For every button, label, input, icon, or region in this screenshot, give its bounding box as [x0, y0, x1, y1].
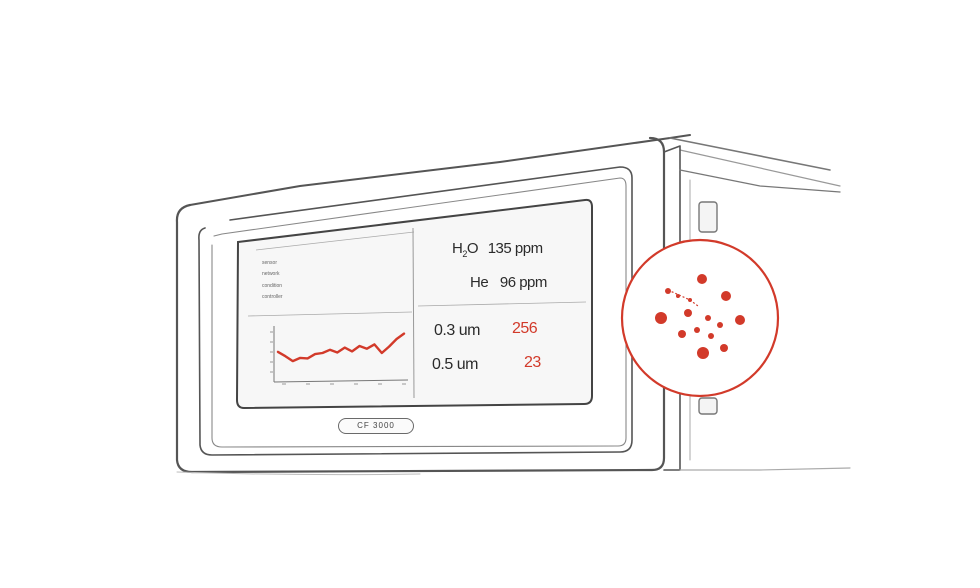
legend-line: controller — [262, 294, 283, 300]
he-label: He — [470, 274, 489, 291]
he-value: 96 ppm — [499, 274, 548, 291]
chart-x-axis — [273, 379, 409, 383]
particle-dot — [720, 344, 728, 352]
particle-dot — [665, 288, 671, 294]
particle-dots — [655, 274, 745, 359]
particle-count-0-5: 23 — [524, 354, 541, 371]
particle-dot — [676, 294, 680, 298]
side-controls — [698, 201, 718, 415]
particle-magnifier — [620, 238, 780, 398]
particle-dot — [708, 333, 714, 339]
particle-dot — [688, 298, 692, 302]
brand-badge: CF 3000 — [338, 418, 414, 434]
chart-ticks — [270, 331, 406, 385]
side-button-bottom[interactable] — [698, 397, 718, 415]
particle-dot — [735, 315, 745, 325]
particle-size-label: 0.3 um — [434, 322, 480, 339]
h2o-value: 135 ppm — [487, 240, 543, 257]
particle-count-0-3: 256 — [512, 320, 538, 337]
he-reading: He 96 ppm — [470, 274, 547, 291]
trend-series-line — [276, 332, 406, 363]
particle-dot — [655, 312, 667, 324]
particle-dot — [705, 315, 711, 321]
particle-dot — [697, 347, 709, 359]
particle-reading-0-3: 0.3 um — [434, 322, 480, 340]
legend-line: network — [262, 271, 280, 277]
particle-dot — [694, 327, 700, 333]
legend-line: sensor — [262, 260, 278, 266]
particle-dot — [684, 309, 692, 317]
side-button-top[interactable] — [698, 201, 718, 233]
legend-line: condition — [262, 283, 283, 289]
particle-dot — [678, 330, 686, 338]
trend-chart — [270, 326, 409, 385]
particle-dot — [721, 291, 731, 301]
particle-reading-0-5: 0.5 um — [432, 356, 478, 374]
particle-size-label: 0.5 um — [432, 356, 478, 373]
h2o-label: H2O — [452, 240, 479, 259]
particle-dot — [717, 322, 723, 328]
display-screen — [235, 198, 593, 410]
particle-dot — [697, 274, 707, 284]
h2o-reading: H2O 135 ppm — [452, 240, 543, 259]
device-housing — [175, 134, 851, 476]
